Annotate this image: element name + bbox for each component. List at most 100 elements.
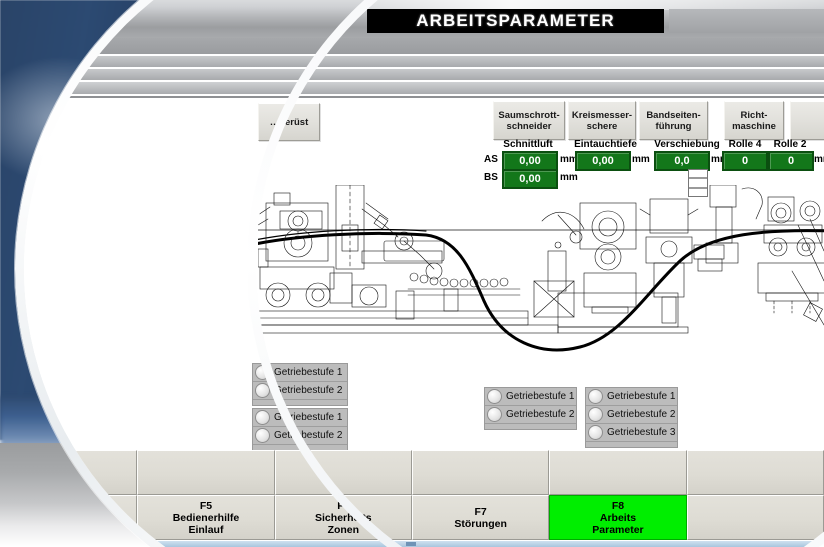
radio-icon[interactable]	[256, 365, 270, 380]
param-label-rolle4: Rolle 4	[728, 139, 762, 150]
gear-option[interactable]: Getriebestufe 1	[256, 364, 347, 382]
gear-option[interactable]: Getriebestufe 1	[256, 409, 347, 427]
param-value-schnittluft-as[interactable]: 0,00	[502, 151, 558, 171]
fkey-slot-top[interactable]	[137, 450, 275, 495]
gear-group-3[interactable]: Getriebestufe 1 Getriebestufe 2	[484, 387, 577, 430]
gear-option-label: Getriebestufe 2	[506, 409, 575, 420]
title-right-panel	[669, 9, 824, 33]
fkey-f4[interactable]: F4 …hilfe	[24, 495, 138, 540]
gear-group-2[interactable]: Getriebestufe 1 Getriebestufe 2	[256, 408, 348, 451]
gear-option[interactable]: Getriebestufe 2	[485, 406, 576, 424]
radio-icon[interactable]	[487, 389, 502, 404]
gear-option-label: Getriebestufe 1	[274, 367, 343, 378]
fkey-f8[interactable]: F8 Arbeits Parameter	[549, 495, 687, 540]
fkey-f4-label: …hilfe	[52, 517, 85, 530]
fkey-f5-label: Bedienerhilfe Einlauf	[172, 511, 240, 536]
fkey-f9[interactable]	[686, 495, 824, 540]
toolbar-button-bandseitenfuehrung-label: Bandseiten- führung	[646, 109, 701, 132]
radio-icon[interactable]	[588, 407, 603, 422]
fkey-f5-key: F5	[199, 499, 213, 512]
gear-option[interactable]: Getriebestufe 3	[586, 424, 677, 442]
toolbar-button-kreismesserschere[interactable]: Kreismesser- schere	[568, 101, 636, 140]
param-label-schnittluft: Schnittluft	[503, 139, 553, 150]
fkey-slot-top-5[interactable]	[549, 450, 687, 495]
toolbar-button-kreismesserschere-label: Kreismesser- schere	[571, 109, 633, 132]
param-unit-schnittluft-as: mm	[560, 154, 578, 165]
title-band-highlight	[256, 0, 824, 10]
toolbar-row-4	[256, 82, 824, 94]
gear-group-1[interactable]: Getriebestufe 1 Getriebestufe 2	[256, 363, 348, 406]
toolbar-button-next[interactable]	[790, 101, 824, 140]
gear-option-label: Getriebestufe 1	[506, 391, 575, 402]
gear-option[interactable]: Getriebestufe 1	[586, 388, 677, 406]
toolbar-button-walzgeruest-label: …gerüst	[269, 116, 309, 128]
toolbar-row-2	[256, 56, 824, 67]
toolbar-button-walzgeruest[interactable]: …gerüst	[258, 103, 320, 141]
gear-option-label: Getriebestufe 1	[274, 412, 343, 423]
page-title-text: ARBEITSPARAMETER	[416, 11, 615, 30]
param-unit-eintauchtiefe: mm	[632, 154, 650, 165]
fkey-f8-key: F8	[611, 499, 625, 512]
radio-icon[interactable]	[588, 425, 603, 440]
fkey-f6-key: F6	[337, 499, 350, 512]
gear-option[interactable]: Getriebestufe 1	[485, 388, 576, 406]
fkey-f8-label: Arbeits Parameter	[592, 511, 644, 536]
page-title: ARBEITSPARAMETER	[367, 9, 664, 33]
fkey-f7[interactable]: F7 Störungen	[411, 495, 550, 540]
toolbar-button-richtmaschine[interactable]: Richt- maschine	[724, 101, 784, 140]
param-unit-verschiebung: mm	[711, 154, 729, 165]
param-value-schnittluft-bs[interactable]: 0,00	[502, 169, 558, 189]
param-value-eintauchtiefe[interactable]: 0,00	[575, 151, 631, 171]
toolbar-row-1	[256, 38, 824, 54]
param-value-rolle2[interactable]: 0	[768, 151, 814, 171]
param-side-as: AS	[484, 154, 498, 165]
machine-diagram	[258, 185, 824, 370]
radio-icon[interactable]	[256, 428, 270, 443]
toolbar-divider	[256, 96, 824, 98]
gear-option[interactable]: Getriebestufe 2	[256, 427, 347, 445]
status-bar	[256, 541, 824, 547]
toolbar-button-saumschrottschneider-label: Saumschrott- schneider	[498, 109, 560, 132]
param-value-verschiebung[interactable]: 0,0	[654, 151, 710, 171]
fkey-slot-top-2[interactable]	[256, 450, 275, 495]
param-label-rolle2: Rolle 2	[773, 139, 807, 150]
fkey-f6[interactable]: F6 Sicherheits Zonen	[274, 495, 412, 540]
param-label-eintauchtiefe: Eintauchtiefe	[574, 139, 637, 150]
gear-option[interactable]: Getriebestufe 2	[586, 406, 677, 424]
fkey-f7-key: F7	[474, 505, 487, 518]
function-key-row-bottom: F4 …hilfe F5 Bedienerhilfe Einlauf F6 Si…	[256, 495, 824, 540]
gear-group-4[interactable]: Getriebestufe 1 Getriebestufe 2 Getriebe…	[585, 387, 678, 448]
fkey-slot-top-3[interactable]	[274, 450, 412, 495]
roller-stack-icon	[688, 169, 708, 197]
fkey-slot-top-6[interactable]	[686, 450, 824, 495]
gear-option-label: Getriebestufe 2	[607, 409, 676, 420]
toolbar-button-richtmaschine-label: Richt- maschine	[732, 109, 776, 132]
toolbar-row-3	[256, 69, 824, 80]
param-unit-schnittluft-bs: mm	[560, 172, 578, 183]
fkey-f6-label: Sicherheits Zonen	[315, 511, 372, 536]
fkey-slot-top-4[interactable]	[411, 450, 550, 495]
radio-icon[interactable]	[588, 389, 603, 404]
param-side-bs: BS	[484, 172, 498, 183]
magnifier-right: ARBEITSPARAMETER …gerüst Saumschrott- sc…	[256, 0, 824, 547]
radio-icon[interactable]	[487, 407, 502, 422]
gear-option-label: Getriebestufe 2	[274, 430, 343, 441]
fkey-f5[interactable]: F5 Bedienerhilfe Einlauf	[256, 495, 275, 540]
gear-option-label: Getriebestufe 3	[607, 427, 676, 438]
toolbar-button-saumschrottschneider[interactable]: Saumschrott- schneider	[493, 101, 565, 140]
param-unit-rollen: mm	[814, 154, 824, 165]
gear-option-label: Getriebestufe 1	[607, 391, 676, 402]
gear-option-label: Getriebestufe 2	[274, 385, 343, 396]
toolbar-button-bandseitenfuehrung[interactable]: Bandseiten- führung	[639, 101, 708, 140]
radio-icon[interactable]	[256, 410, 270, 425]
fkey-slot-top[interactable]	[24, 450, 138, 495]
gear-option[interactable]: Getriebestufe 2	[256, 382, 347, 400]
param-value-rolle4[interactable]: 0	[722, 151, 768, 171]
function-key-bar: F4 …hilfe F5 Bedienerhilfe Einlauf F6 Si…	[256, 450, 824, 547]
radio-icon[interactable]	[256, 383, 270, 398]
fkey-f7-label: Störungen	[454, 517, 507, 530]
fkey-f5[interactable]: F5 Bedienerhilfe Einlauf	[137, 495, 275, 540]
function-key-row-top	[256, 450, 824, 495]
app-screen: ARBEITSPARAMETER …gerüst Saumschrott- sc…	[256, 0, 824, 547]
